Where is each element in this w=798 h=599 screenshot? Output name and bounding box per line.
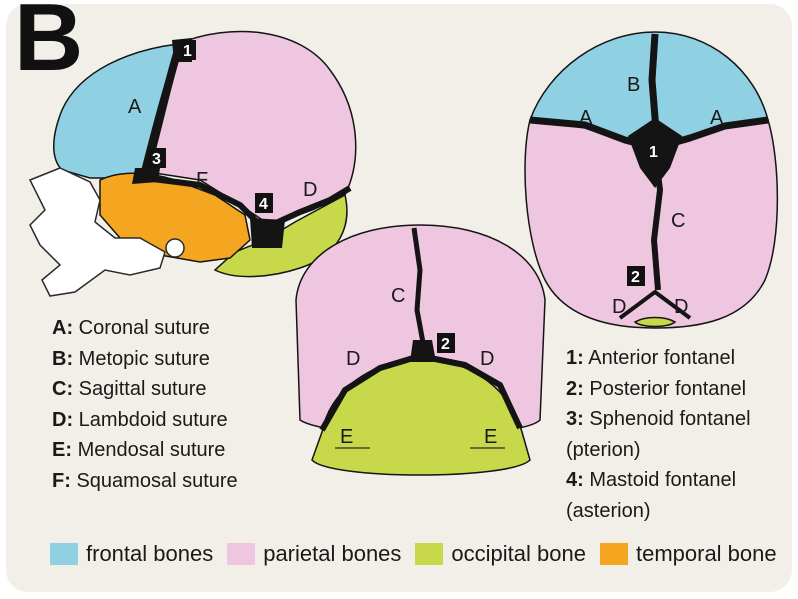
lateral-number-1: 1: [183, 43, 192, 60]
legend-item-occipital: occipital bone: [415, 541, 586, 567]
legend-swatch-parietal: [227, 543, 255, 565]
suture-name: Coronal suture: [79, 317, 210, 339]
fontanel-key: 1:: [566, 347, 584, 369]
suture-name: Lambdoid suture: [79, 409, 228, 431]
fontanel-name: Sphenoid fontanel: [589, 408, 750, 430]
fontanel-name: Anterior fontanel: [588, 347, 735, 369]
lateral-number-4: 4: [259, 196, 268, 213]
suture-name: Sagittal suture: [79, 378, 207, 400]
suture-key: B:: [52, 348, 73, 370]
legend-item-frontal: frontal bones: [50, 541, 213, 567]
fontanel-item: 3: Sphenoid fontanel: [566, 404, 751, 435]
suture-item: C: Sagittal suture: [52, 374, 238, 405]
lateral-label-D: D: [303, 179, 317, 201]
posterior-label-E-left: E: [340, 426, 353, 448]
fontanel-item: (asterion): [566, 496, 751, 527]
legend-item-parietal: parietal bones: [227, 541, 401, 567]
legend-swatch-frontal: [50, 543, 78, 565]
superior-label-C: C: [671, 210, 685, 232]
legend-swatch-occipital: [415, 543, 443, 565]
posterior-label-D-left: D: [346, 348, 360, 370]
legend-label-occipital: occipital bone: [451, 541, 586, 567]
superior-number-2: 2: [631, 269, 640, 286]
lateral-number-3: 3: [152, 151, 161, 168]
lateral-skull-view: A F D 1 3 4: [30, 31, 356, 296]
suture-item: F: Squamosal suture: [52, 466, 238, 497]
superior-metopic-suture: [652, 34, 656, 130]
fontanel-key: 2:: [566, 378, 584, 400]
lateral-label-F: F: [196, 169, 208, 191]
suture-key: F:: [52, 470, 71, 492]
fontanel-item: 2: Posterior fontanel: [566, 374, 751, 405]
fontanel-name: (pterion): [566, 439, 640, 461]
legend-label-frontal: frontal bones: [86, 541, 213, 567]
posterior-skull-view: C D D E E 2: [296, 225, 545, 475]
superior-number-1: 1: [649, 144, 658, 161]
superior-label-D-right: D: [674, 296, 688, 318]
suture-item: D: Lambdoid suture: [52, 405, 238, 436]
posterior-number-2: 2: [441, 336, 450, 353]
fontanel-key: 4:: [566, 469, 584, 491]
posterior-label-C: C: [391, 285, 405, 307]
fontanel-key: 3:: [566, 408, 584, 430]
superior-label-A-left: A: [579, 107, 593, 129]
superior-label-A-right: A: [710, 107, 724, 129]
lateral-sphenoid-fontanel: [132, 168, 160, 184]
suture-item: E: Mendosal suture: [52, 435, 238, 466]
posterior-fontanel-mark: [410, 340, 436, 362]
legend-swatch-temporal: [600, 543, 628, 565]
fontanel-name: Mastoid fontanel: [589, 469, 736, 491]
fontanel-item: 1: Anterior fontanel: [566, 343, 751, 374]
legend-label-parietal: parietal bones: [263, 541, 401, 567]
lateral-mastoid-fontanel: [250, 218, 285, 248]
lateral-label-A: A: [128, 96, 142, 118]
suture-key: D:: [52, 409, 73, 431]
suture-key: A:: [52, 317, 73, 339]
suture-name: Mendosal suture: [78, 439, 226, 461]
posterior-label-D-right: D: [480, 348, 494, 370]
posterior-label-E-right: E: [484, 426, 497, 448]
ear-opening: [166, 239, 184, 257]
suture-item: A: Coronal suture: [52, 313, 238, 344]
superior-skull-view: B A A C D D 1 2: [525, 32, 777, 328]
legend-item-temporal: temporal bone: [600, 541, 777, 567]
legend-label-temporal: temporal bone: [636, 541, 777, 567]
fontanel-name: Posterior fontanel: [589, 378, 746, 400]
bone-color-legend: frontal bones parietal bones occipital b…: [50, 539, 791, 569]
superior-occipital-sliver: [635, 318, 675, 327]
fontanel-name: (asterion): [566, 500, 650, 522]
fontanel-item: (pterion): [566, 435, 751, 466]
suture-key: E:: [52, 439, 72, 461]
suture-name: Metopic suture: [79, 348, 210, 370]
superior-label-B: B: [627, 74, 640, 96]
suture-key: C:: [52, 378, 73, 400]
suture-item: B: Metopic suture: [52, 344, 238, 375]
suture-name: Squamosal suture: [76, 470, 237, 492]
superior-label-D-left: D: [612, 296, 626, 318]
fontanel-item: 4: Mastoid fontanel: [566, 465, 751, 496]
